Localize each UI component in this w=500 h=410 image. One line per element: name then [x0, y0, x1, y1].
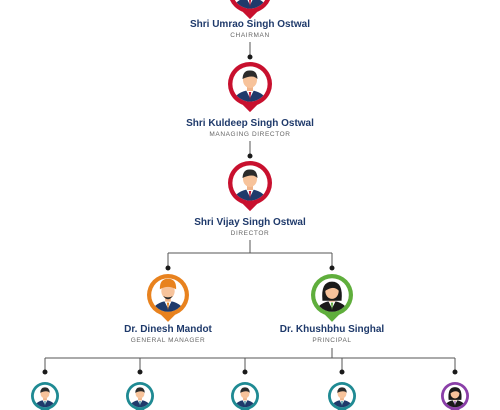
connector-dot	[42, 369, 48, 375]
person-title: MANAGING DIRECTOR	[209, 131, 291, 138]
person-name: Shri Vijay Singh Ostwal	[194, 217, 306, 228]
connector-dot	[452, 369, 458, 375]
avatars	[31, 0, 469, 410]
man-suit-icon	[228, 161, 272, 212]
man-suit-icon	[231, 382, 259, 410]
man-suit-icon	[228, 62, 272, 113]
person-title: PRINCIPAL	[312, 337, 352, 344]
man-suit-icon	[31, 382, 59, 410]
connector-dot	[329, 265, 335, 271]
person-name: Shri Umrao Singh Ostwal	[189, 19, 311, 30]
man-suit-icon	[328, 382, 356, 410]
connector-dot	[247, 54, 253, 60]
person-name: Shri Kuldeep Singh Ostwal	[186, 118, 314, 129]
person-title: DIRECTOR	[230, 230, 270, 237]
connectors	[44, 42, 456, 372]
connector-dot	[137, 369, 143, 375]
person-title: CHAIRMAN	[230, 32, 270, 39]
person-name: Dr. Khushbhu Singhal	[279, 324, 385, 335]
woman-icon	[311, 274, 353, 322]
connector-dots	[42, 54, 458, 375]
man-suit-icon	[229, 0, 271, 20]
woman-icon	[441, 382, 469, 410]
connector-dot	[247, 153, 253, 159]
connector-dot	[242, 369, 248, 375]
connector-dot	[165, 265, 171, 271]
man-turban-icon	[147, 274, 189, 322]
connector-dot	[339, 369, 345, 375]
person-name: Dr. Dinesh Mandot	[124, 324, 212, 335]
person-title: GENERAL MANAGER	[130, 337, 206, 344]
man-suit-icon	[126, 382, 154, 410]
